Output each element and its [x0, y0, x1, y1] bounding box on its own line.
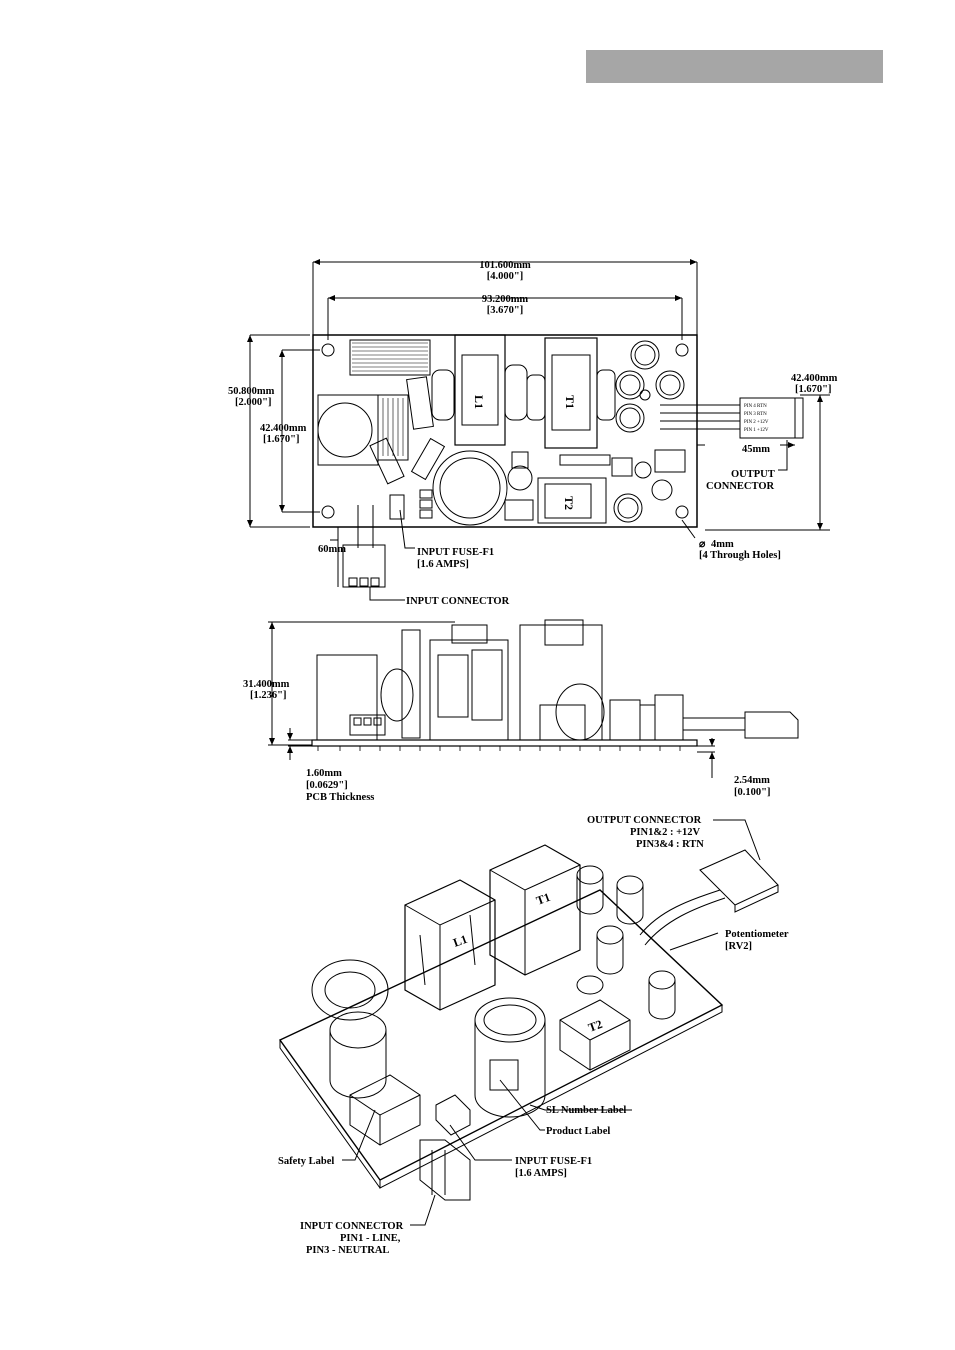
iso-output-connector-1: OUTPUT CONNECTOR: [587, 815, 702, 826]
iso-l1-label: L1: [451, 932, 469, 950]
isometric-view: [278, 819, 779, 1226]
sl-number-label: SL Number Label: [546, 1105, 626, 1116]
pin-4-label: PIN 4 RTN: [744, 404, 767, 409]
hole-spacing-in: [3.670"]: [487, 305, 523, 316]
t1-label: T1: [563, 395, 577, 409]
height-in: [1.236"]: [250, 690, 286, 701]
side-view: [268, 619, 799, 778]
iso-t2-label: T2: [586, 1017, 604, 1035]
iso-input-connector-3: PIN3 - NEUTRAL: [306, 1245, 389, 1256]
hole-spacing-mm: 93.200mm: [482, 294, 529, 305]
connector-height-mm: 42.400mm: [791, 373, 838, 384]
potentiometer-label-2: [RV2]: [725, 941, 752, 952]
t2-label: T2: [562, 496, 576, 510]
input-fuse-callout-2: [1.6 AMPS]: [417, 559, 469, 570]
pin-3-label: PIN 3 RTN: [744, 412, 767, 417]
hole-height-in: [1.670"]: [263, 434, 299, 445]
iso-fuse-label-1: INPUT FUSE-F1: [515, 1156, 592, 1167]
output-lead-length: 45mm: [742, 444, 770, 455]
standoff-mm: 2.54mm: [734, 775, 770, 786]
top-view: [247, 259, 830, 601]
side-view-text: 31.400mm [1.236"] 1.60mm [0.0629"] PCB T…: [243, 679, 770, 803]
holes-callout-2: [4 Through Holes]: [699, 550, 781, 561]
height-mm: 31.400mm: [243, 679, 290, 690]
diameter-symbol: ⌀: [699, 539, 706, 550]
overall-height-in: [2.000"]: [235, 397, 271, 408]
output-connector-callout-1: OUTPUT: [731, 469, 775, 480]
pcb-thickness-label: PCB Thickness: [306, 792, 374, 803]
iso-t1-label: T1: [534, 890, 552, 908]
product-label: Product Label: [546, 1126, 610, 1137]
input-fuse-callout-1: INPUT FUSE-F1: [417, 547, 494, 558]
pin-1-label: PIN 1 +12V: [744, 428, 769, 433]
overall-width-in: [4.000"]: [487, 271, 523, 282]
pcb-thickness-mm: 1.60mm: [306, 768, 342, 779]
input-lead-length: 60mm: [318, 544, 346, 555]
connector-height-in: [1.670"]: [795, 384, 831, 395]
isometric-view-text: OUTPUT CONNECTOR PIN1&2 : +12V PIN3&4 : …: [278, 815, 789, 1256]
iso-fuse-label-2: [1.6 AMPS]: [515, 1168, 567, 1179]
l1-label: L1: [472, 395, 486, 409]
hole-height-mm: 42.400mm: [260, 423, 307, 434]
iso-output-connector-3: PIN3&4 : RTN: [636, 839, 704, 850]
standoff-in: [0.100"]: [734, 787, 770, 798]
overall-width-mm: 101.600mm: [479, 260, 531, 271]
iso-input-connector-1: INPUT CONNECTOR: [300, 1221, 404, 1232]
safety-label: Safety Label: [278, 1156, 334, 1167]
output-connector-callout-2: CONNECTOR: [706, 481, 774, 492]
header-bar: [586, 50, 883, 83]
iso-input-connector-2: PIN1 - LINE,: [340, 1233, 401, 1244]
top-view-text: 101.600mm [4.000"] 93.200mm [3.670"] 50.…: [228, 260, 838, 607]
overall-height-mm: 50.800mm: [228, 386, 275, 397]
pin-2-label: PIN 2 +12V: [744, 420, 769, 425]
holes-callout-1: 4mm: [711, 539, 734, 550]
pcb-thickness-in: [0.0629"]: [306, 780, 348, 791]
potentiometer-label-1: Potentiometer: [725, 929, 789, 940]
iso-output-connector-2: PIN1&2 : +12V: [630, 827, 701, 838]
input-connector-callout: INPUT CONNECTOR: [406, 596, 510, 607]
